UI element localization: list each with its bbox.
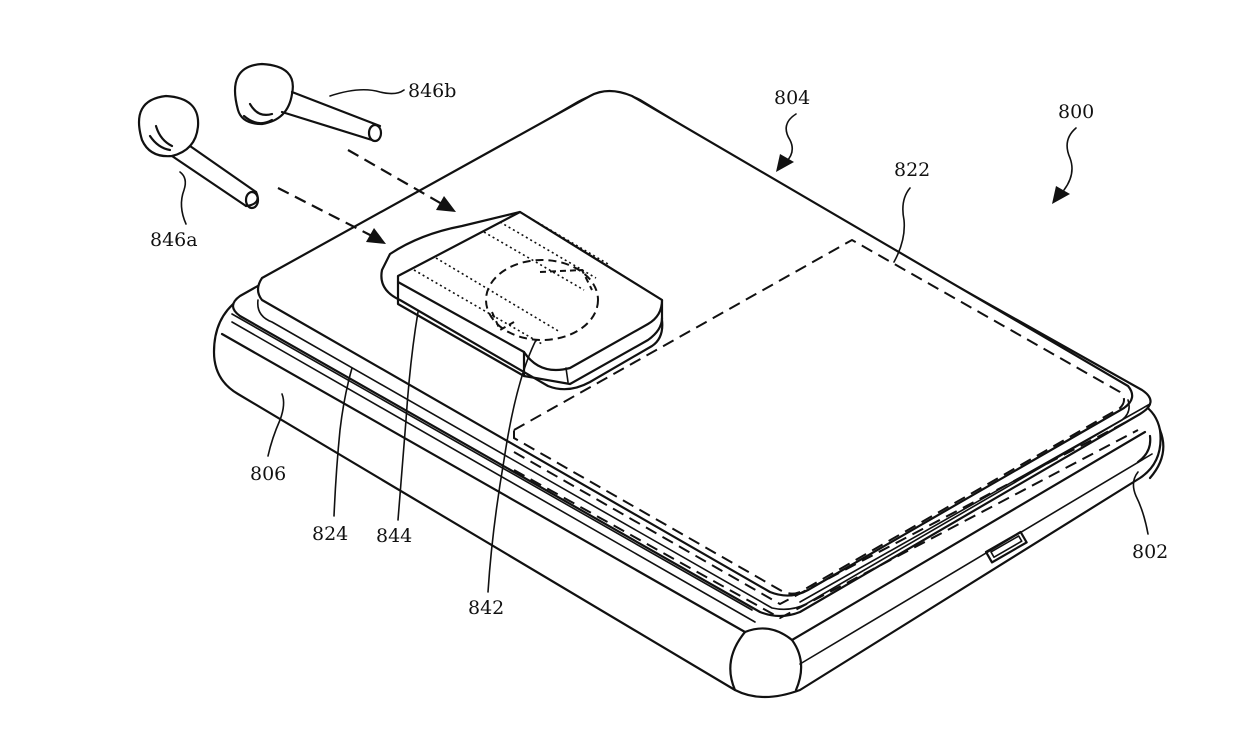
top-plate [256, 89, 1134, 597]
label-804: 804 [774, 87, 810, 109]
charging-region-outline [513, 238, 1125, 595]
earbud-846b [233, 62, 383, 143]
case-inner-groove-2 [435, 257, 561, 333]
earbud-846a-head-inner [148, 124, 174, 152]
earbud-846a [137, 94, 260, 210]
case-inner-groove-4 [499, 221, 597, 279]
earbud-case [380, 210, 664, 391]
leader-804 [785, 113, 797, 163]
arrow-846a-path [277, 187, 373, 237]
leader-802 [1132, 471, 1149, 535]
earbud-recess-stem-1 [539, 268, 593, 291]
label-802: 802 [1132, 541, 1168, 563]
leader-lines [179, 88, 1149, 593]
label-842: 842 [468, 597, 504, 619]
label-806: 806 [250, 463, 286, 485]
device-body [212, 89, 1165, 699]
earbud-846b-head [233, 62, 294, 126]
earbud-846a-stem [170, 144, 258, 208]
top-plate-edge [256, 299, 1130, 611]
case-inner-groove-5 [519, 211, 609, 265]
reference-numerals: 846b 846a 804 800 822 806 824 844 842 80… [150, 80, 1168, 619]
charging-region-side [513, 419, 1131, 606]
earbud-846a-tip-end [244, 190, 260, 210]
earbud-846a-head [137, 94, 200, 158]
leader-842 [487, 339, 537, 593]
earbud-recess [485, 259, 599, 341]
earbud-846b-stem [280, 90, 382, 142]
base-side-line-4 [799, 453, 1153, 665]
leader-800 [1063, 127, 1077, 191]
earbud-846b-tip-end [367, 123, 383, 143]
leader-846b [329, 88, 405, 97]
case-corner-edge [565, 367, 569, 383]
connector-port-inner [990, 535, 1023, 558]
leader-804-arrowhead [776, 154, 794, 172]
base-side-line-1 [220, 332, 747, 634]
label-846a: 846a [150, 229, 198, 251]
label-822: 822 [894, 159, 930, 181]
label-846b: 846b [408, 80, 456, 102]
case-right-face [522, 316, 664, 386]
case-front-face [396, 280, 526, 378]
leader-846a [179, 171, 187, 225]
leader-824 [333, 367, 353, 517]
case-top-face [396, 210, 664, 372]
base-side-line-3 [231, 321, 756, 623]
arrow-846a-head [366, 228, 386, 244]
case-inner-groove-3 [483, 231, 585, 291]
charging-region-lower [513, 429, 1139, 620]
insertion-arrows [277, 149, 456, 244]
earbud-recess-stem-2 [491, 311, 515, 332]
label-824: 824 [312, 523, 348, 545]
base-front-end [729, 627, 803, 692]
earbud-846b-head-inner [242, 102, 274, 125]
connector-port [984, 530, 1028, 564]
label-800: 800 [1058, 101, 1094, 123]
leader-844 [397, 311, 419, 521]
base-side-line-2 [790, 430, 1147, 642]
label-844: 844 [376, 525, 412, 547]
leader-806 [267, 393, 285, 457]
leader-822 [893, 187, 911, 263]
arrow-846b-head [436, 196, 456, 212]
leader-800-arrowhead [1052, 186, 1070, 204]
